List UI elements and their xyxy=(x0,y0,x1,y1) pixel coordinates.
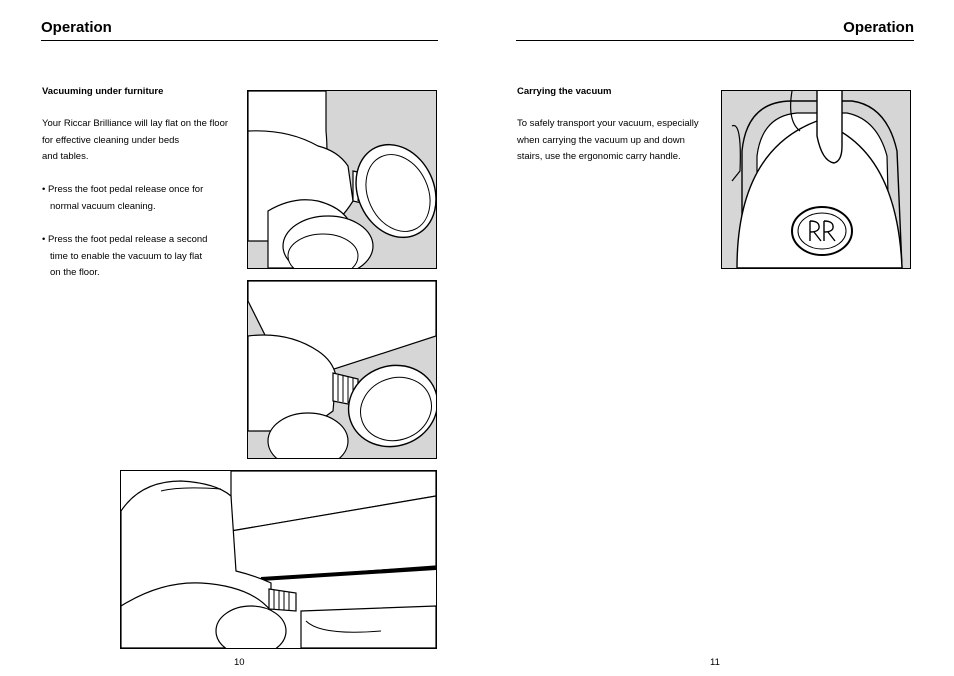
right-page-heading: Operation xyxy=(843,19,914,36)
vacuum-foot-pedal-illustration xyxy=(248,281,436,458)
left-page-number: 10 xyxy=(234,657,245,668)
carry-handle-illustration xyxy=(721,90,911,269)
bullet-line: time to enable the vacuum to lay flat xyxy=(50,250,203,262)
bullet-item-once: • Press the foot pedal release once for … xyxy=(42,182,203,215)
vacuum-flat-under-furniture-illustration xyxy=(120,470,437,649)
bullet-line: • Press the foot pedal release once for xyxy=(42,184,204,195)
left-heading-rule xyxy=(41,40,438,41)
intro-line: and tables. xyxy=(42,151,89,162)
foot-pedal-upright-illustration xyxy=(247,90,437,269)
vacuum-carry-handle-illustration xyxy=(722,91,910,268)
left-intro-paragraph: Your Riccar Brilliance will lay flat on … xyxy=(42,116,228,166)
bullet-line: normal vacuum cleaning. xyxy=(50,200,156,212)
left-section-title: Vacuuming under furniture xyxy=(42,86,164,97)
bullet-line: • Press the foot pedal release a second xyxy=(42,234,208,245)
intro-line: for effective cleaning under beds xyxy=(42,134,180,146)
left-page-heading: Operation xyxy=(41,19,112,36)
intro-line: when carrying the vacuum up and down xyxy=(517,134,685,146)
intro-line: Your Riccar Brilliance will lay flat on … xyxy=(42,118,229,129)
right-intro-paragraph: To safely transport your vacuum, especia… xyxy=(517,116,699,166)
right-section-title: Carrying the vacuum xyxy=(517,86,612,97)
vacuum-foot-pedal-illustration xyxy=(248,91,436,268)
right-page-number: 11 xyxy=(710,657,720,668)
intro-line: To safely transport your vacuum, especia… xyxy=(517,118,699,129)
vacuum-lay-flat-illustration xyxy=(121,471,436,648)
intro-line: stairs, use the ergonomic carry handle. xyxy=(517,151,681,162)
right-heading-rule xyxy=(516,40,914,41)
bullet-item-second: • Press the foot pedal release a second … xyxy=(42,232,207,282)
bullet-line: on the floor. xyxy=(50,267,100,278)
foot-pedal-reclined-illustration xyxy=(247,280,437,459)
